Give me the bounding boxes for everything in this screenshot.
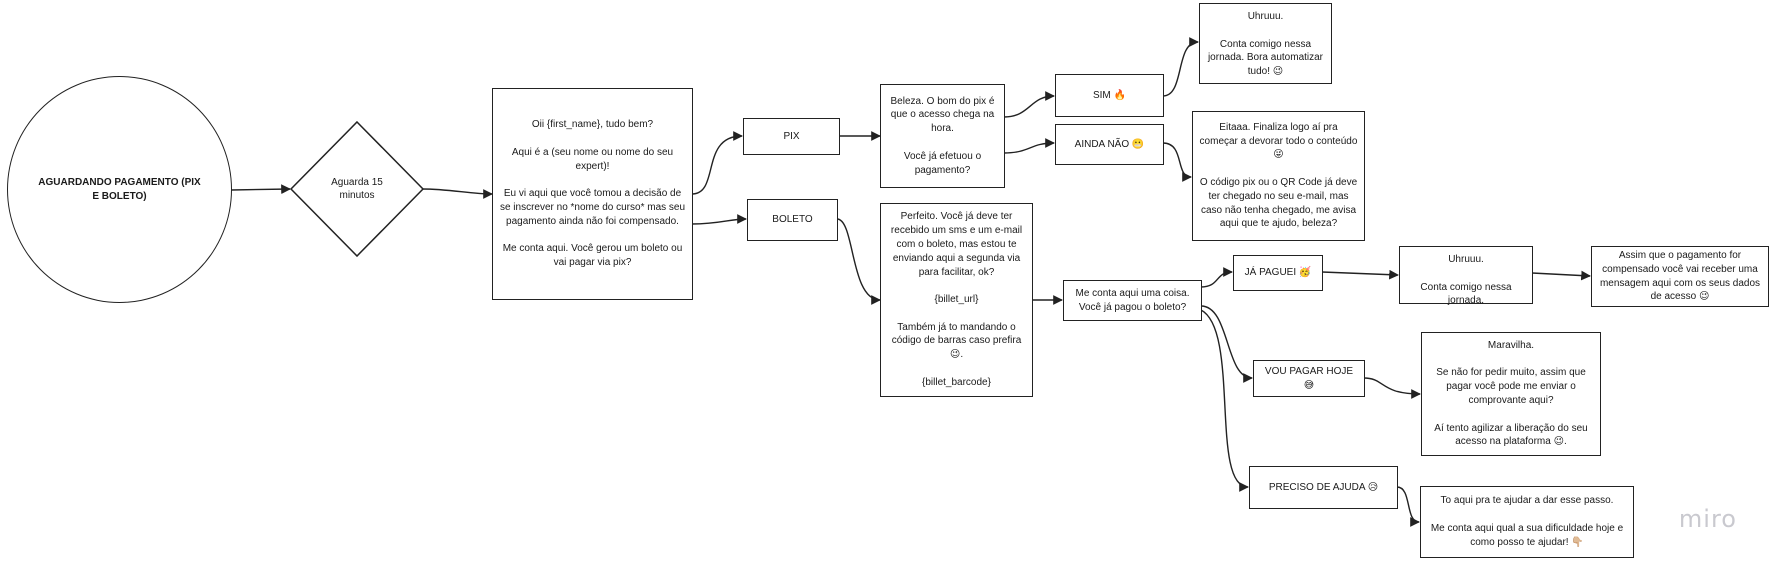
connector-voupagar-maravilha (1363, 377, 1421, 399)
wait-diamond (289, 120, 425, 258)
ainda-nao-reply-message: Eitaaa. Finaliza logo aí pra começar a d… (1192, 111, 1365, 241)
maravilha-message: Maravilha. Se não for pedir muito, assim… (1421, 332, 1601, 456)
option-sim: SIM 🔥 (1055, 74, 1164, 117)
connector-preciso-ajuda (1396, 486, 1420, 527)
connector-start-wait (230, 184, 291, 195)
option-pix: PIX (743, 118, 840, 155)
option-preciso-de-ajuda: PRECISO DE AJUDA 😥 (1249, 466, 1398, 509)
boleto-message: Perfeito. Você já deve ter recebido um s… (880, 203, 1033, 397)
connector-greeting-boleto (691, 214, 747, 225)
option-boleto: BOLETO (747, 199, 838, 241)
connector-pixmsg-aindanao (1003, 138, 1055, 154)
connector-paid-preciso (1200, 309, 1249, 492)
connector-pixmsg-sim (1003, 91, 1055, 118)
ajuda-reply-message: To aqui pra te ajudar a dar esse passo. … (1420, 486, 1634, 558)
connector-wait-greeting (421, 188, 493, 199)
connector-sim-simreply (1162, 37, 1199, 97)
paid-question-message: Me conta aqui uma coisa. Você já pagou o… (1063, 280, 1202, 321)
pix-message: Beleza. O bom do pix é que o acesso cheg… (880, 84, 1005, 188)
option-ainda-nao: AINDA NÃO 😬 (1055, 124, 1164, 165)
option-ja-paguei: JÁ PAGUEI 🥳 (1233, 255, 1323, 291)
connector-paid-vourpagar (1200, 305, 1253, 383)
sim-reply-message: Uhruuu. Conta comigo nessa jornada. Bora… (1199, 3, 1332, 84)
uhruuu-message: Uhruuu. Conta comigo nessa jornada. (1399, 246, 1533, 306)
connector-boleto-boletomsg (836, 218, 881, 305)
connector-greeting-pix (691, 131, 743, 195)
payment-compensated-message: Assim que o pagamento for compensado voc… (1591, 246, 1769, 307)
connector-japaguei-uhruuu (1321, 269, 1399, 280)
connector-aindanao-reply (1162, 142, 1192, 182)
wait-node-label: Aguarda 15 minutos (331, 176, 383, 202)
connector-uhruuu-compensado (1531, 270, 1591, 281)
greeting-message: Oii {first_name}, tudo bem? Aqui é a (se… (492, 88, 693, 300)
connector-paid-japaguei (1200, 267, 1233, 288)
option-vou-pagar-hoje: VOU PAGAR HOJE 😅 (1253, 360, 1365, 397)
start-node: AGUARDANDO PAGAMENTO (PIX E BOLETO) (7, 76, 232, 303)
miro-logo: miro (1678, 505, 1737, 533)
